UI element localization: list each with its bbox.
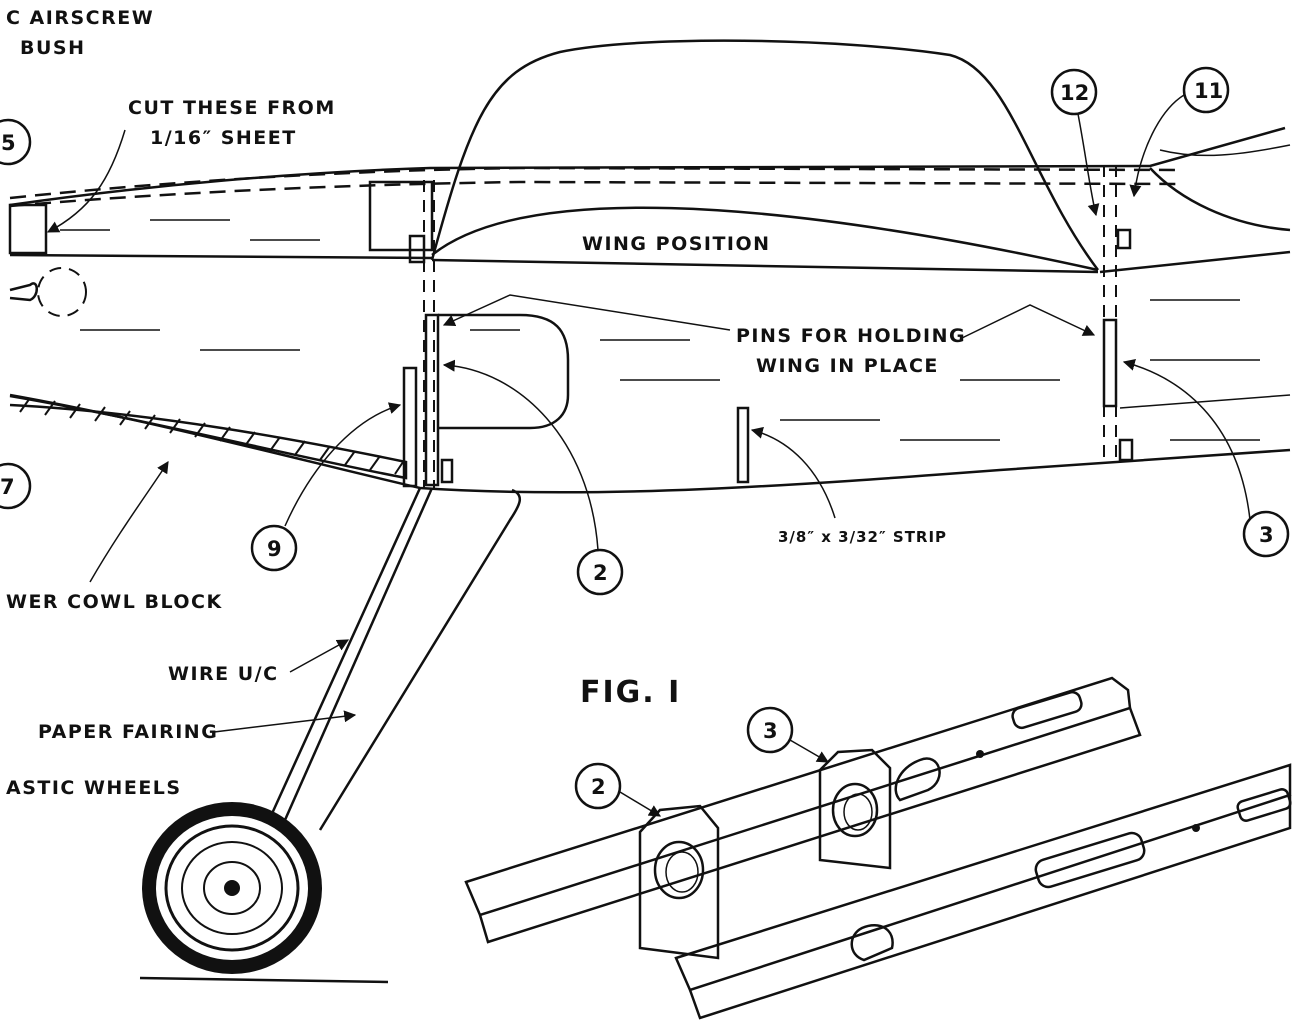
fuselage-datum-line xyxy=(9,253,433,260)
airscrew-bush-hole xyxy=(9,267,87,317)
fuselage-top-dash-2 xyxy=(9,180,1181,208)
strip-leader xyxy=(750,426,836,519)
svg-text:3: 3 xyxy=(1259,523,1274,547)
cut-sheet-leader xyxy=(46,129,126,233)
fig1-isometric-assembly xyxy=(464,676,1292,1020)
callout-2: 2 xyxy=(576,548,624,596)
svg-text:12: 12 xyxy=(1060,81,1089,105)
callout-12: 12 xyxy=(1050,68,1098,116)
tail-fairing-curve-2 xyxy=(1159,144,1291,157)
paper-fairing-leader xyxy=(213,710,357,733)
side-window-cutout xyxy=(438,313,570,430)
pins-label-line2: WING IN PLACE xyxy=(756,355,939,377)
lower-cowl-hatching xyxy=(19,397,404,475)
cut-sheet-label: CUT THESE FROM xyxy=(128,97,336,119)
former-2-station xyxy=(402,180,454,488)
callout-11: 11 xyxy=(1182,66,1230,114)
svg-text:5: 5 xyxy=(1,131,16,155)
wing-airfoil-chord xyxy=(431,258,1099,274)
svg-text:9: 9 xyxy=(267,537,282,561)
canopy-outline xyxy=(430,39,1099,271)
plastic-wheels-label: ASTIC WHEELS xyxy=(6,777,182,799)
cockpit-former-sheet xyxy=(368,180,434,252)
callout-12-leader xyxy=(1077,113,1100,217)
callout-3: 3 xyxy=(1242,510,1290,558)
wire-uc-label: WIRE U/C xyxy=(168,663,279,685)
callout-5: 5 xyxy=(0,118,32,166)
svg-text:11: 11 xyxy=(1194,79,1223,103)
strip-label: 3/8″ x 3/32″ STRIP xyxy=(778,528,947,546)
former-3-station xyxy=(1102,165,1134,462)
pins-leader-right xyxy=(961,304,1096,339)
nose-former-block xyxy=(8,203,48,255)
callout-11-leader xyxy=(1129,94,1185,198)
plastic-wheel xyxy=(142,802,322,974)
tail-fairing-curve xyxy=(1149,167,1291,232)
lower-cowl-leader xyxy=(89,460,169,583)
callout-9: 9 xyxy=(250,524,298,572)
lower-cowl-block xyxy=(9,394,408,480)
ground-line xyxy=(139,976,389,984)
airscrew-label: C AIRSCREW xyxy=(6,7,154,29)
callout-2-leader xyxy=(442,359,599,551)
svg-text:3: 3 xyxy=(763,719,778,743)
pins-label: PINS FOR HOLDING xyxy=(736,325,966,347)
callout-7: 7 xyxy=(0,462,32,510)
svg-text:2: 2 xyxy=(593,561,608,585)
figure-title: FIG. I xyxy=(580,675,681,710)
fuselage-top-line xyxy=(9,126,1286,207)
fuselage-right-datum xyxy=(1099,250,1291,274)
paper-fairing-label: PAPER FAIRING xyxy=(38,721,218,743)
svg-text:7: 7 xyxy=(0,475,15,499)
svg-text:2: 2 xyxy=(591,775,606,799)
callout-9-leader xyxy=(284,402,402,527)
pins-leader-left xyxy=(442,294,731,331)
paper-fairing-edge xyxy=(318,488,521,831)
cut-sheet-thickness-label: 1/16″ SHEET xyxy=(150,127,297,149)
fig-callout-3: 3 xyxy=(746,706,794,754)
fuselage-mid-line xyxy=(1119,394,1291,409)
fig-callout-2: 2 xyxy=(574,762,622,810)
wing-airfoil-upper xyxy=(431,206,1099,272)
strip-piece xyxy=(736,406,750,484)
wood-grain-marks xyxy=(60,219,1260,441)
callout-3-leader xyxy=(1122,359,1251,521)
wire-uc-leader xyxy=(289,639,350,673)
fuselage-bottom-line xyxy=(9,393,1291,494)
fig-callout-3-leader xyxy=(789,739,830,763)
fig-callout-2-leader xyxy=(619,791,662,817)
wire-undercarriage xyxy=(268,487,422,819)
wing-position-label: WING POSITION xyxy=(582,233,771,255)
bush-label: BUSH xyxy=(20,37,86,59)
wire-undercarriage-inner xyxy=(283,487,434,821)
lower-cowl-label: WER COWL BLOCK xyxy=(6,591,223,613)
